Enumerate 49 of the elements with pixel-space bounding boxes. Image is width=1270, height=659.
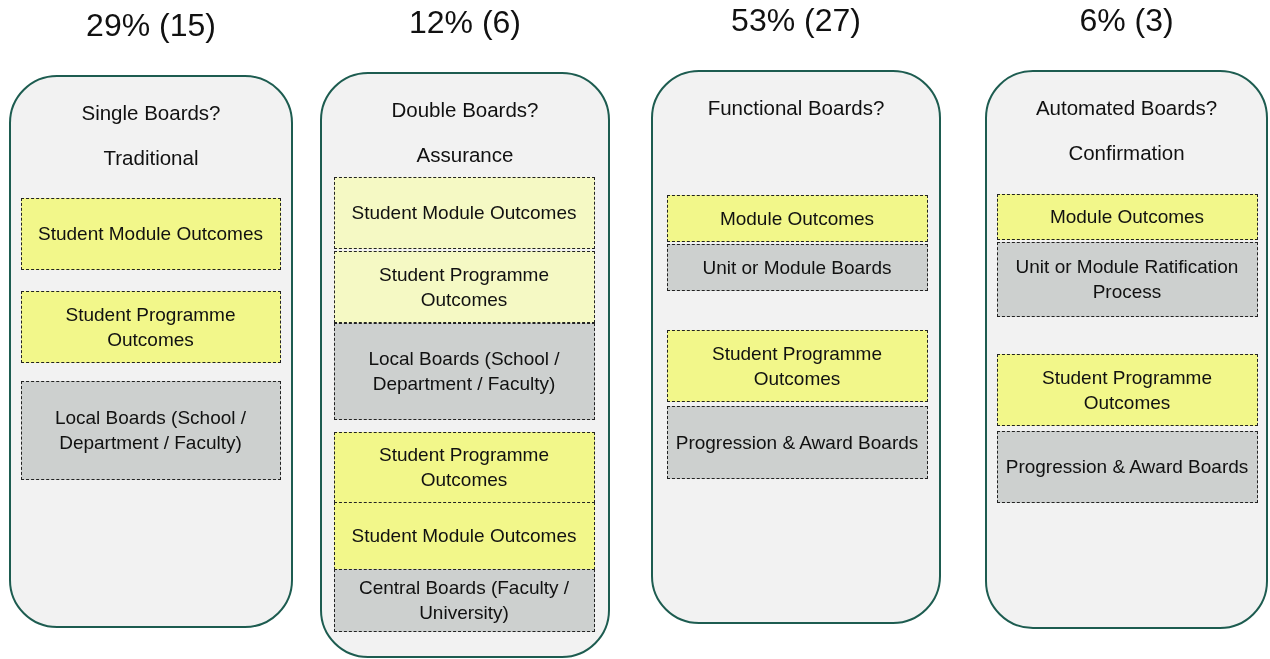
category-panel: [320, 72, 610, 658]
process-box: [333, 568, 595, 632]
process-box: [666, 243, 928, 291]
category-panel: [985, 70, 1268, 629]
process-box: [20, 197, 281, 270]
panel-subheading: Traditional: [102, 146, 200, 170]
box-label: Student Programme Outcomes: [1041, 365, 1213, 415]
box-label: Progression & Award Boards: [675, 430, 919, 455]
box-label: Student Programme Outcomes: [378, 443, 550, 492]
box-label: Unit or Module Ratification Process: [1014, 255, 1240, 304]
box-label: Student Programme Outcomes: [378, 262, 550, 312]
box-label: Student Module Outcomes: [351, 524, 577, 548]
percentage-label: 12% (6): [407, 4, 522, 41]
percentage-label: 29% (15): [85, 7, 217, 44]
box-label: Central Boards (Faculty / University): [357, 576, 571, 625]
process-box: [333, 250, 595, 323]
process-box: [333, 501, 595, 570]
box-label: Module Outcomes: [1049, 205, 1205, 229]
percentage-label: 6% (3): [1078, 2, 1175, 39]
category-panel: [9, 75, 293, 628]
process-box: [996, 193, 1258, 240]
box-label: Local Boards (School / Department / Faculty): [367, 347, 561, 396]
panel-subheading: Confirmation: [1067, 141, 1186, 165]
process-box: [20, 290, 281, 363]
box-label: Unit or Module Boards: [702, 255, 892, 280]
box-label: Local Boards (School / Department / Faculty): [53, 406, 248, 455]
box-label: Student Programme Outcomes: [64, 302, 237, 352]
panel-heading: Automated Boards?: [1034, 96, 1219, 120]
panel-heading: Functional Boards?: [706, 96, 886, 120]
process-box: [333, 322, 595, 420]
process-box: [666, 194, 928, 242]
panel-subheading: Assurance: [415, 143, 515, 167]
process-box: [666, 329, 928, 402]
process-box: [666, 405, 928, 479]
box-label: Progression & Award Boards: [1005, 455, 1249, 479]
box-label: Student Programme Outcomes: [711, 341, 883, 391]
box-label: Module Outcomes: [719, 206, 875, 231]
percentage-label: 53% (27): [730, 2, 862, 39]
box-label: Student Module Outcomes: [351, 201, 577, 225]
process-box: [20, 380, 281, 480]
process-box: [996, 430, 1258, 503]
panel-heading: Single Boards?: [80, 101, 222, 125]
box-label: Student Module Outcomes: [38, 222, 263, 246]
process-box: [333, 431, 595, 503]
process-box: [333, 176, 595, 249]
process-box: [996, 353, 1258, 426]
panel-heading: Double Boards?: [390, 98, 540, 122]
process-box: [996, 241, 1258, 317]
category-panel: [651, 70, 941, 624]
